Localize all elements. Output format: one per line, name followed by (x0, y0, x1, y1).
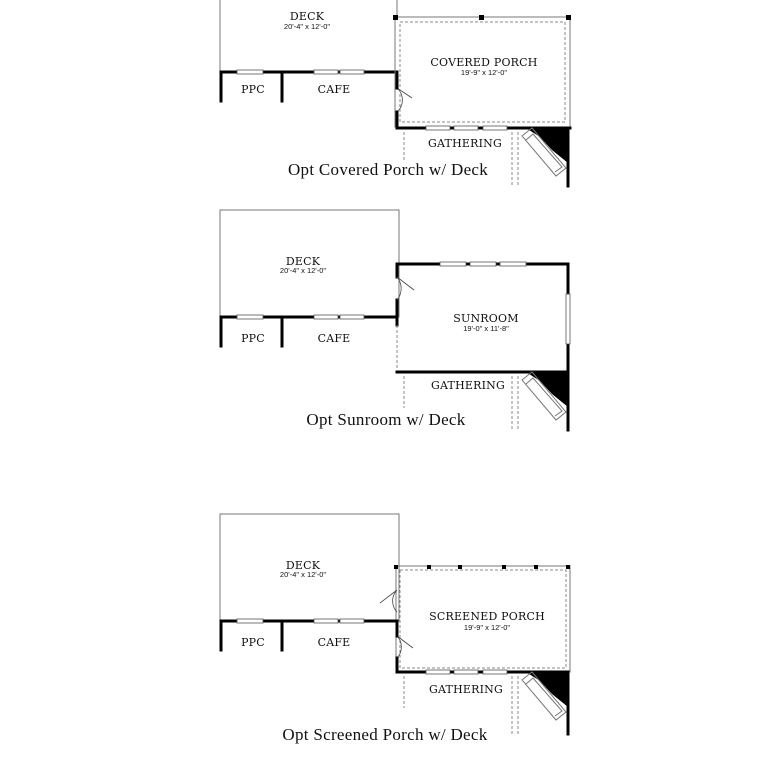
plan-caption: Opt Screened Porch w/ Deck (282, 725, 487, 744)
plan-covered-porch: DECK 20'-4" x 12'-0" PPC CAFE COVERED PO… (219, 0, 572, 188)
cafe-label: CAFE (318, 83, 351, 96)
deck-dimensions: 20'-4" x 12'-0" (280, 266, 326, 275)
window (565, 293, 571, 345)
fireplace (526, 372, 568, 407)
window (499, 261, 527, 267)
hearth (521, 127, 567, 177)
dashed-line (403, 676, 519, 734)
deck-dimensions: 20'-4" x 12'-0" (284, 22, 330, 31)
fireplace (526, 672, 568, 707)
dashed-line (403, 376, 519, 430)
window (236, 69, 264, 75)
post (534, 565, 538, 569)
window (313, 314, 339, 320)
gathering-label: GATHERING (431, 379, 505, 392)
post (502, 565, 506, 569)
plan-sunroom: DECK 20'-4" x 12'-0" PPC CAFE SUNROOM 19… (219, 209, 571, 432)
door-swing (396, 276, 415, 301)
sunroom-label: SUNROOM (453, 312, 518, 325)
dashed-line (403, 132, 519, 186)
screen-outline (399, 569, 567, 669)
post (427, 565, 431, 569)
plan-caption: Opt Sunroom w/ Deck (306, 410, 465, 429)
window (482, 669, 508, 675)
door-swing (379, 589, 398, 613)
window (425, 125, 451, 131)
cafe-label: CAFE (318, 636, 351, 649)
deck-label: DECK (286, 255, 321, 268)
window (453, 125, 479, 131)
hearth-inner (525, 677, 563, 717)
covered-porch-dimensions: 19'-9" x 12'-0" (461, 68, 507, 77)
window (339, 69, 365, 75)
window (339, 314, 365, 320)
window (439, 261, 467, 267)
post (566, 565, 570, 569)
deck-label: DECK (290, 10, 325, 23)
covered-porch-label: COVERED PORCH (430, 56, 537, 69)
gathering-label: GATHERING (428, 137, 502, 150)
hearth-inner (525, 377, 563, 417)
hearth-inner (525, 133, 563, 173)
door-swing (396, 87, 413, 113)
hearth (521, 671, 567, 721)
cafe-label: CAFE (318, 332, 351, 345)
window (453, 669, 479, 675)
plan-caption: Opt Covered Porch w/ Deck (288, 160, 488, 179)
hearth (521, 371, 567, 421)
ppc-label: PPC (241, 83, 265, 96)
screened-porch-label: SCREENED PORCH (429, 610, 545, 623)
post (566, 15, 571, 20)
post (393, 15, 398, 20)
fireplace (526, 128, 568, 163)
window (482, 125, 508, 131)
gathering-label: GATHERING (429, 683, 503, 696)
window (469, 261, 497, 267)
sunroom-dimensions: 19'-0" x 11'-8" (463, 324, 509, 333)
ppc-label: PPC (241, 332, 265, 345)
post (458, 565, 462, 569)
window (339, 618, 365, 624)
screened-porch-dimensions: 19'-9" x 12'-0" (464, 623, 510, 632)
deck-label: DECK (286, 559, 321, 572)
window (313, 618, 339, 624)
post (394, 565, 398, 569)
plan-screened-porch: DECK 20'-4" x 12'-0" PPC CAFE SCREENED P… (219, 513, 571, 744)
window (425, 669, 451, 675)
window (236, 618, 264, 624)
door-swing (396, 635, 414, 659)
window (313, 69, 339, 75)
porch-inner-outline (399, 21, 566, 123)
deck-dimensions: 20'-4" x 12'-0" (280, 570, 326, 579)
post (479, 15, 484, 20)
ppc-label: PPC (241, 636, 265, 649)
window (236, 314, 264, 320)
